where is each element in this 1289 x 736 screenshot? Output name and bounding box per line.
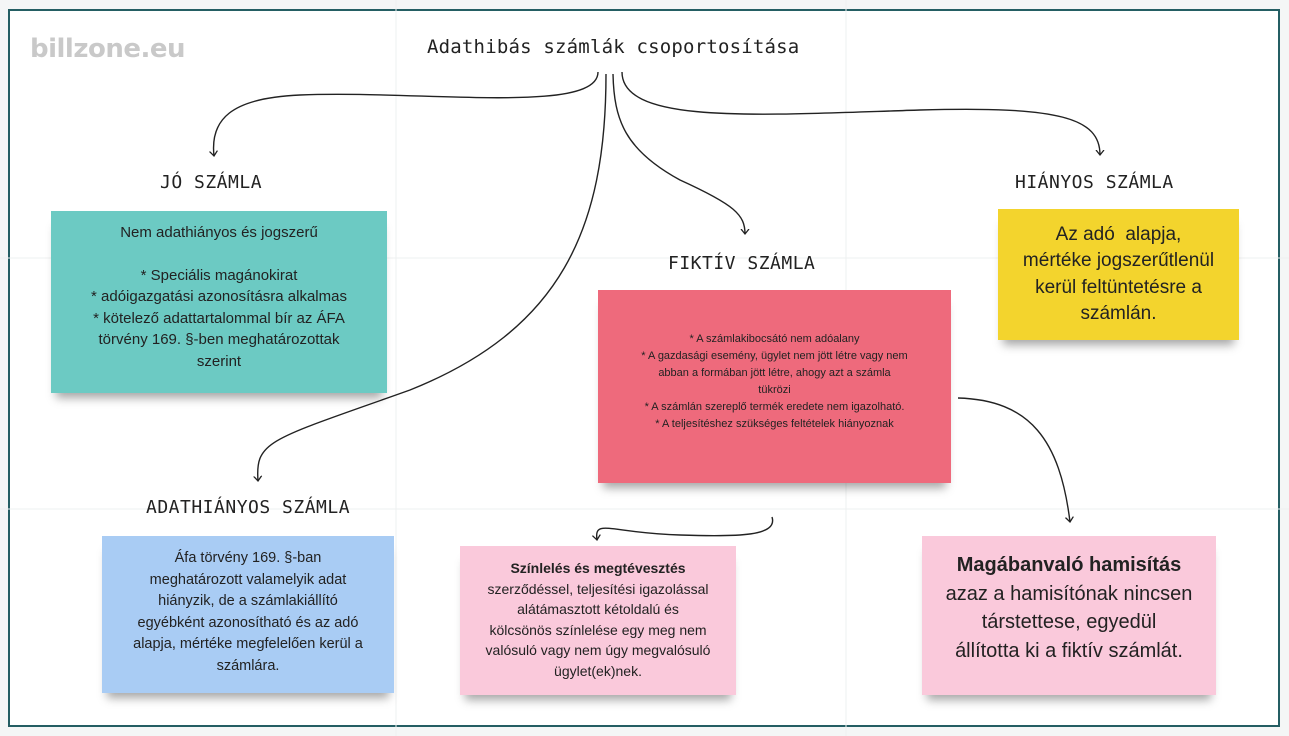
note-fiktiv-szamla: * A számlakibocsátó nem adóalany * A gaz… <box>598 290 951 483</box>
note-szinleles-title: Színlelés és megtévesztés <box>510 560 686 576</box>
heading-jo-szamla: JÓ SZÁMLA <box>160 172 263 193</box>
heading-hianyos-szamla: HIÁNYOS SZÁMLA <box>1015 172 1174 193</box>
note-szinleles-line: kölcsönös színlelése egy meg nem <box>489 621 707 638</box>
note-szinleles: Színlelés és megtévesztés szerződéssel, … <box>460 546 736 695</box>
note-adathianyos-szamla: Áfa törvény 169. §-ban meghatározott val… <box>102 536 394 693</box>
note-adathianyos-line: egyébként azonosítható és az adó <box>137 614 359 631</box>
note-fiktiv-line: * A számlán szereplő termék eredete nem … <box>644 401 905 413</box>
note-hianyos-line: kerül feltüntetésre a <box>1035 276 1202 298</box>
arrow-to-adathianyos <box>258 73 607 481</box>
note-adathianyos-line: Áfa törvény 169. §-ban <box>174 550 322 566</box>
note-fiktiv-line: * A teljesítéshez szükséges feltételek h… <box>655 418 894 430</box>
note-jo-line: * adóigazgatási azonosításra alkalmas <box>91 288 347 305</box>
note-hianyos-line: Az adó alapja, <box>1055 223 1182 245</box>
note-jo-line: * Speciális magánokirat <box>140 266 298 284</box>
note-fiktiv-line: * A számlakibocsátó nem adóalany <box>689 333 860 345</box>
note-fiktiv-line: tükrözi <box>758 384 791 396</box>
arrow-to-jo <box>214 71 599 156</box>
note-szinleles-line: szerződéssel, teljesítési igazolással <box>487 580 709 597</box>
note-szinleles-line: valósuló vagy nem úgy megvalósuló <box>485 642 711 658</box>
note-magaban-line: társtettese, egyedül <box>981 611 1157 633</box>
note-adathianyos-line: hiányzik, de a számlakiállító <box>158 593 338 609</box>
arrow-to-szinleles <box>597 516 774 540</box>
note-adathianyos-line: alapja, mértéke megfelelően kerül a <box>133 636 363 652</box>
billzone-logo: billzone.eu <box>30 34 186 64</box>
note-jo-line: szerint <box>196 352 242 370</box>
note-magaban-line: állította ki a fiktív számlát. <box>955 639 1183 662</box>
note-fiktiv-line: abban a formában jött létre, ahogy azt a… <box>658 367 891 379</box>
note-adathianyos-line: meghatározott valamelyik adat <box>149 571 347 588</box>
arrow-to-fiktiv <box>612 73 745 234</box>
arrow-to-magaban <box>957 397 1070 522</box>
note-fiktiv-line: * A gazdasági esemény, ügylet nem jött l… <box>641 350 908 362</box>
note-hianyos-line: számlán. <box>1080 303 1157 324</box>
note-jo-line: * kötelező adattartalommal bír az ÁFA <box>93 309 345 327</box>
note-jo-line: törvény 169. §-ben meghatározottak <box>98 331 340 348</box>
arrow-to-hianyos <box>621 71 1100 155</box>
heading-fiktiv-szamla: FIKTÍV SZÁMLA <box>668 253 816 274</box>
note-jo-line: Nem adathiányos és jogszerű <box>120 224 318 241</box>
diagram-title: Adathibás számlák csoportosítása <box>427 36 800 58</box>
note-magaban-title: Magábanvaló hamisítás <box>956 554 1182 576</box>
note-szinleles-line: alátámasztott kétoldalú és <box>517 601 679 617</box>
note-magabanvalo-hamisitas: Magábanvaló hamisítás azaz a hamisítónak… <box>922 536 1216 695</box>
note-szinleles-line: ügylet(ek)nek. <box>554 662 642 679</box>
heading-adathianyos-szamla: ADATHIÁNYOS SZÁMLA <box>146 497 351 518</box>
note-magaban-line: azaz a hamisítónak nincsen <box>945 582 1193 605</box>
note-jo-szamla: Nem adathiányos és jogszerű * Speciális … <box>51 211 387 393</box>
note-adathianyos-line: számlára. <box>216 657 280 674</box>
note-hianyos-line: mértéke jogszerűtlenül <box>1022 250 1215 271</box>
note-hianyos-szamla: Az adó alapja, mértéke jogszerűtlenül ke… <box>998 209 1239 340</box>
